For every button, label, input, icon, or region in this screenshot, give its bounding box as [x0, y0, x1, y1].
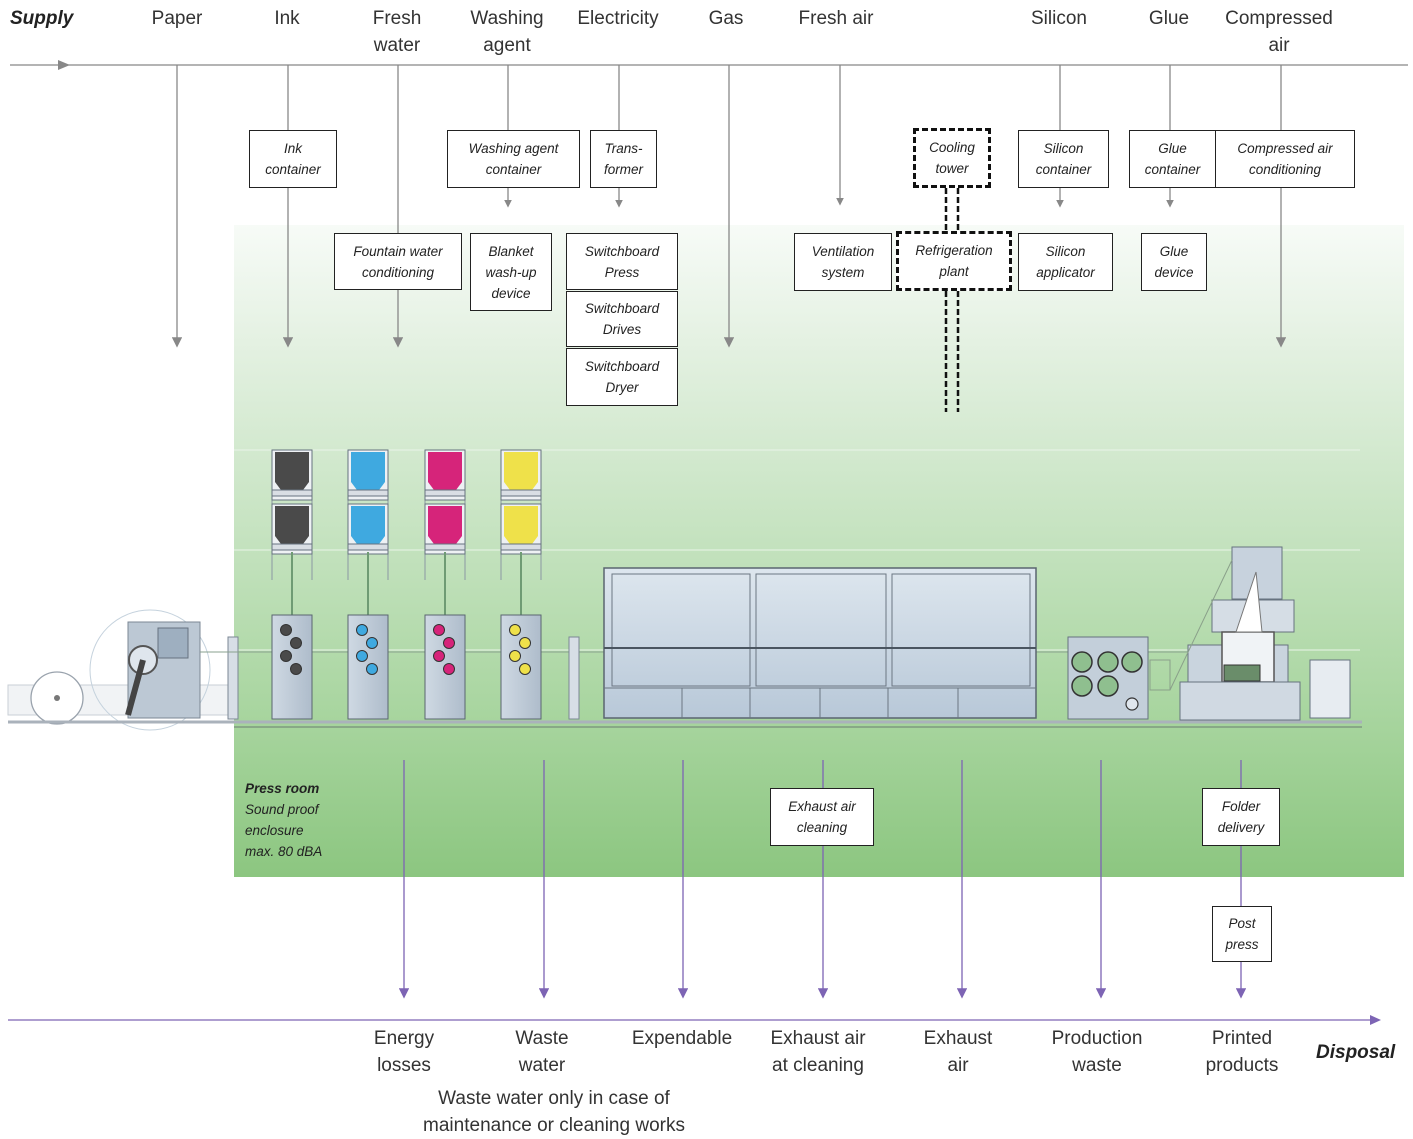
folder — [1169, 546, 1351, 721]
chill-roll-stand — [1067, 636, 1171, 720]
supply-label-2: Fresh water — [372, 8, 422, 56]
supply-label-0: Paper — [151, 8, 203, 29]
blanket-wash-up-device-box: Blanket wash-up device — [470, 233, 552, 311]
silicon-container-box: Silicon container — [1018, 130, 1109, 188]
waste-water-footnote: Waste water only in case of maintenance … — [423, 1088, 685, 1136]
switchboard-press-box: Switchboard Press — [566, 233, 678, 290]
folder-delivery-box: Folder delivery — [1202, 788, 1280, 846]
supply-label-6: Fresh air — [798, 8, 874, 29]
glue-device-box: Glue device — [1141, 233, 1207, 291]
supply-label-9: Compressed air — [1225, 8, 1333, 56]
compressed-air-conditioning-box: Compressed air conditioning — [1215, 130, 1355, 188]
switchboard-dryer-box: Switchboard Dryer — [566, 348, 678, 406]
supply-axis-label: Supply — [10, 8, 74, 29]
press-room-title: Press room — [245, 781, 320, 796]
disposal-axis — [8, 1015, 1381, 1025]
dryer — [603, 567, 1037, 719]
exhaust-air-cleaning-box: Exhaust air cleaning — [770, 788, 874, 846]
disposal-label-0: Energy losses — [373, 1028, 435, 1076]
printing-unit-3 — [500, 614, 542, 720]
reel-unwinder — [7, 609, 239, 731]
disposal-label-2: Expendable — [631, 1028, 733, 1049]
press-room-note: Press room Sound proof enclosure max. 80… — [245, 778, 322, 862]
disposal-label-6: Printed products — [1205, 1028, 1279, 1076]
supply-label-3: Washing agent — [470, 8, 544, 56]
disposal-lines — [398, 760, 1247, 999]
supply-label-7: Silicon — [1031, 8, 1087, 29]
disposal-label-3: Exhaust air at cleaning — [770, 1028, 866, 1076]
supply-label-8: Glue — [1148, 8, 1190, 29]
disposal-label-4: Exhaust air — [923, 1028, 993, 1076]
refrigeration-plant-box: Refrigeration plant — [896, 231, 1012, 291]
supply-lines — [171, 65, 1287, 348]
cooling-unit — [568, 636, 580, 720]
post-press-box: Post press — [1212, 906, 1272, 962]
switchboard-drives-box: Switchboard Drives — [566, 291, 678, 347]
disposal-label-1: Waste water — [515, 1028, 569, 1076]
glue-container-box: Glue container — [1129, 130, 1216, 188]
supply-label-5: Gas — [708, 8, 744, 29]
ventilation-system-box: Ventilation system — [794, 233, 892, 291]
cooling-pipes — [944, 188, 960, 412]
press-room-details: Sound proof enclosure max. 80 dBA — [245, 802, 323, 859]
transformer-box: Trans- former — [590, 130, 657, 188]
disposal-label-5: Production waste — [1051, 1028, 1143, 1076]
supply-label-4: Electricity — [577, 8, 659, 29]
ink-units — [271, 449, 542, 720]
disposal-axis-label: Disposal — [1316, 1042, 1396, 1063]
supply-label-1: Ink — [274, 8, 300, 29]
fountain-water-conditioning-box: Fountain water conditioning — [334, 233, 462, 290]
washing-agent-container-box: Washing agent container — [447, 130, 580, 188]
ink-container-box: Ink container — [249, 130, 337, 188]
silicon-applicator-box: Silicon applicator — [1018, 233, 1113, 291]
cooling-tower-box: Cooling tower — [913, 128, 991, 188]
supply-axis — [10, 60, 1408, 70]
